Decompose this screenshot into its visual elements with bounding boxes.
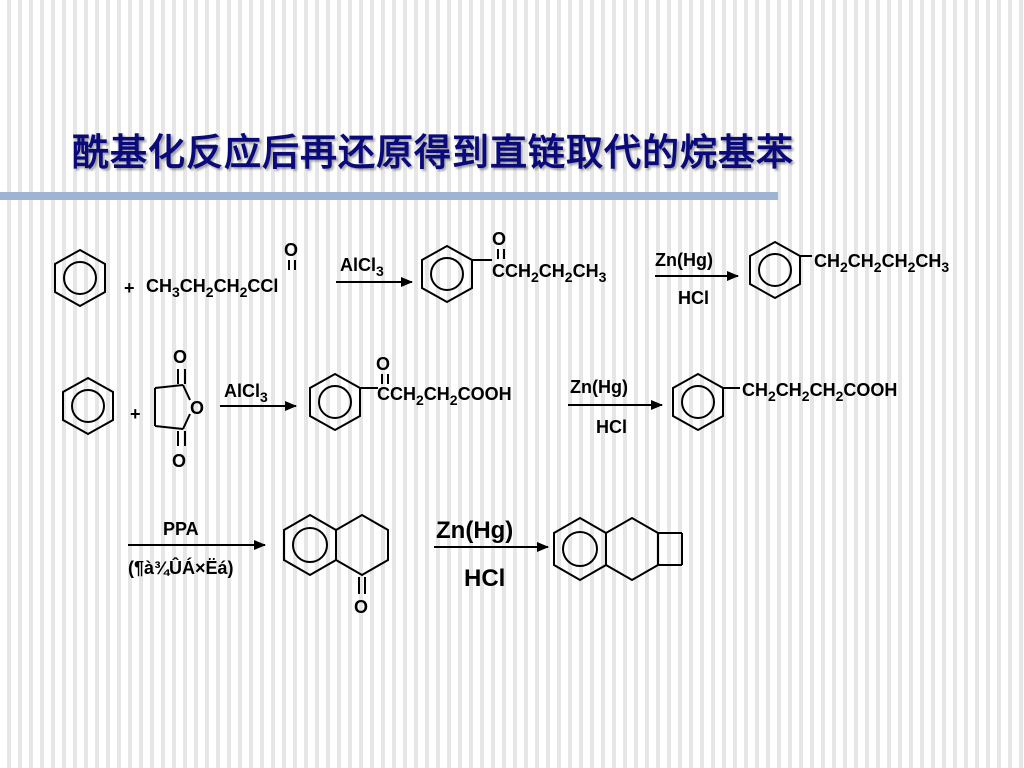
catalyst-label: AlCl3 [340, 255, 384, 279]
reduction-reagent: Zn(Hg) [655, 250, 713, 270]
cyclization-note: (¶à¾ÛÁ×Ëá) [128, 557, 234, 578]
reaction-3: PPA (¶à¾ÛÁ×Ëá) O Zn(Hg) HCl [128, 513, 683, 617]
reduction-acid: HCl [464, 565, 505, 592]
reduction-acid: HCl [596, 417, 627, 437]
benzene-ring [421, 244, 492, 304]
butyryl-chloride: O CH3CH2CH2CCl [146, 240, 298, 300]
product-formula: CCH2CH2CH3 [492, 261, 607, 285]
butylbenzene: CH2CH2CH2CH3 [749, 240, 949, 300]
carbonyl-oxygen: O [492, 229, 506, 249]
benzene-ring [62, 376, 114, 436]
reagent-formula: CH3CH2CH2CCl [146, 276, 278, 300]
carbonyl-oxygen: O [284, 240, 298, 260]
title-underline [0, 192, 778, 200]
benzene-ring [749, 240, 812, 300]
anhydride-oxygen-top: O [173, 347, 187, 367]
carbonyl-oxygen: O [376, 354, 390, 374]
final-formula: CH2CH2CH2COOH [742, 380, 897, 404]
reduction-acid: HCl [678, 288, 709, 308]
cyclization-reagent: PPA [163, 519, 199, 539]
reaction-1: + O CH3CH2CH2CCl AlCl3 O CCH2CH2CH3 Zn [54, 229, 949, 308]
butyrophenone: O CCH2CH2CH3 [421, 229, 607, 304]
ketone-oxygen: O [354, 597, 368, 617]
keto-acid: O CCH2CH2COOH [309, 354, 512, 432]
benzene-ring [309, 372, 378, 432]
tetralone: O [283, 513, 389, 617]
slide-title: 酰基化反应后再还原得到直链取代的烷基苯 [72, 130, 794, 174]
product-formula: CCH2CH2COOH [377, 384, 512, 408]
reduction-reagent: Zn(Hg) [436, 517, 513, 544]
plus-sign: + [124, 278, 135, 298]
catalyst-label: AlCl3 [224, 381, 268, 405]
anhydride-oxygen-bottom: O [172, 451, 186, 471]
reaction-2: + O O O AlCl3 [62, 347, 897, 471]
benzene-ring [54, 248, 106, 308]
reduction-reagent: Zn(Hg) [570, 377, 628, 397]
phenylbutyric-acid: CH2CH2CH2COOH [672, 372, 897, 432]
final-formula: CH2CH2CH2CH3 [814, 251, 949, 275]
succinic-anhydride: O O O [154, 347, 204, 471]
plus-sign: + [130, 404, 141, 424]
anhydride-ring-oxygen: O [190, 398, 204, 418]
tetralin [553, 516, 683, 582]
benzene-ring [672, 372, 740, 432]
